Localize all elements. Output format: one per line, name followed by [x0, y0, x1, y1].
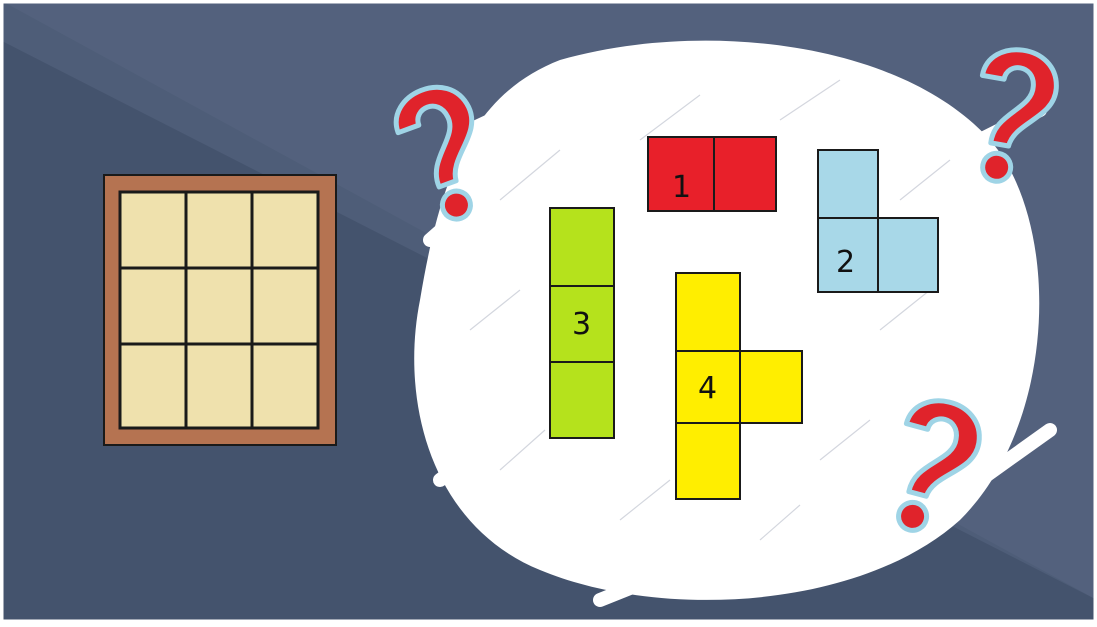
board-cell[interactable]	[186, 192, 252, 268]
game-board	[104, 175, 336, 445]
board-cell[interactable]	[120, 192, 186, 268]
board-cell[interactable]	[252, 344, 318, 428]
piece-label: 2	[836, 245, 855, 280]
board-grid	[120, 192, 318, 428]
piece-label: 4	[698, 371, 717, 406]
piece-label: 1	[672, 170, 691, 205]
board-cell[interactable]	[252, 268, 318, 344]
piece-label: 3	[572, 307, 591, 342]
board-cell[interactable]	[186, 344, 252, 428]
board-cell[interactable]	[120, 344, 186, 428]
board-cell[interactable]	[252, 192, 318, 268]
board-cell[interactable]	[120, 268, 186, 344]
piece-1[interactable]: 1	[648, 137, 776, 211]
piece-3[interactable]: 3	[550, 208, 614, 438]
board-cell[interactable]	[186, 268, 252, 344]
